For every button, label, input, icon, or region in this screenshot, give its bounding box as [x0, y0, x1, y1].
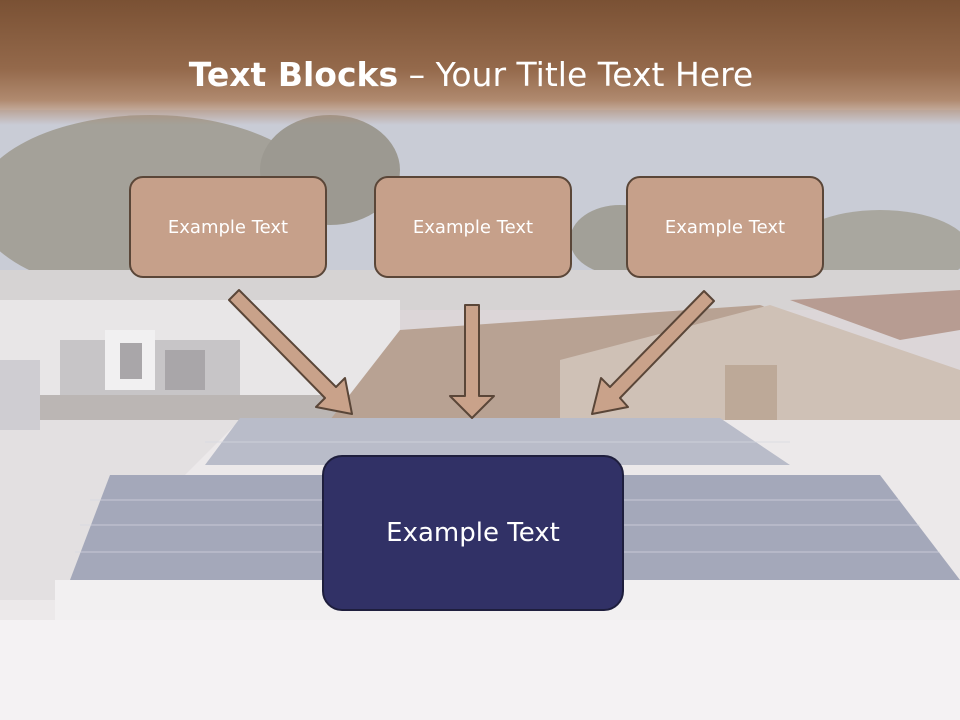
text-block-right: Example Text [626, 176, 824, 278]
text-block-right-label: Example Text [664, 216, 786, 238]
text-block-left: Example Text [129, 176, 327, 278]
text-block-center-label: Example Text [412, 216, 534, 238]
arrow-right [591, 290, 715, 415]
main-text-block-label: Example Text [386, 518, 560, 548]
slide-title: Text Blocks – Your Title Text Here [0, 52, 942, 98]
title-bold: Text Blocks [188, 55, 399, 94]
text-block-center: Example Text [374, 176, 572, 278]
arrow-left [228, 289, 353, 415]
arrow-middle [449, 304, 495, 419]
title-rest: – Your Title Text Here [398, 55, 754, 94]
main-text-block: Example Text [322, 455, 624, 611]
text-block-left-label: Example Text [167, 216, 289, 238]
title-band [0, 0, 960, 125]
